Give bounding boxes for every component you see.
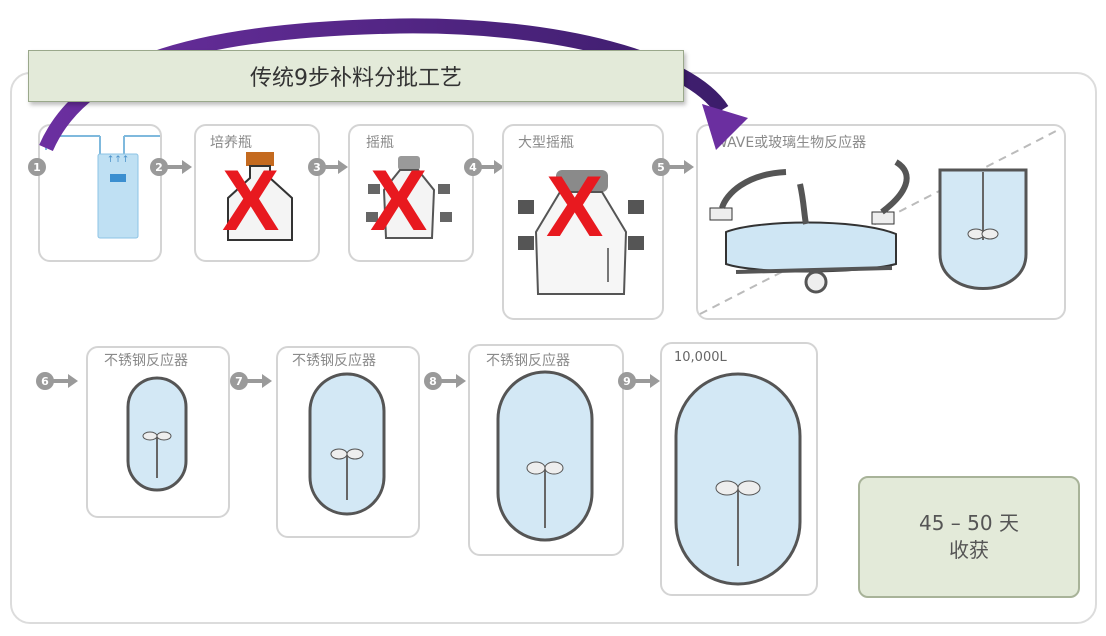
step-3-label: 摇瓶 (366, 135, 394, 151)
step-number-9: 9 (618, 372, 636, 390)
stainless-reactor-icon (496, 370, 594, 542)
harvest-duration: 45 – 50 天 (919, 511, 1019, 535)
stainless-reactor-10000l-icon (674, 372, 802, 586)
step-number-7: 7 (230, 372, 248, 390)
wave-bioreactor-icon (699, 129, 1059, 315)
step-9-label: 10,000L (674, 350, 727, 365)
step-number-3: 3 (308, 158, 326, 176)
shake-flask-icon (366, 156, 452, 239)
page-title: 传统9步补料分批工艺 (28, 50, 684, 102)
removed-x-mark: X (370, 153, 428, 249)
t-flask-icon (227, 152, 293, 241)
removed-x-mark: X (222, 153, 280, 249)
large-shake-flask-icon (518, 170, 644, 295)
step-number-5: 5 (652, 158, 670, 176)
step-number-8: 8 (424, 372, 442, 390)
step-number-4: 4 (464, 158, 482, 176)
step-5-label: WAVE或玻璃生物反应器 (714, 135, 867, 151)
step-number-1: 1 (28, 158, 46, 176)
step-2-label: 培养瓶 (210, 135, 252, 151)
stainless-reactor-icon (126, 376, 188, 492)
step-8-label: 不锈钢反应器 (486, 353, 570, 369)
step-6-label: 不锈钢反应器 (104, 353, 188, 369)
svg-text:↑↑↑: ↑↑↑ (107, 155, 130, 165)
step-4-label: 大型摇瓶 (518, 135, 574, 151)
harvest-label: 收获 (949, 538, 989, 562)
step-number-2: 2 (150, 158, 168, 176)
harvest-box: 45 – 50 天 收获 (858, 476, 1080, 598)
step-number-6: 6 (36, 372, 54, 390)
removed-x-mark: X (546, 159, 604, 255)
step-7-label: 不锈钢反应器 (292, 353, 376, 369)
stainless-reactor-icon (308, 372, 386, 516)
